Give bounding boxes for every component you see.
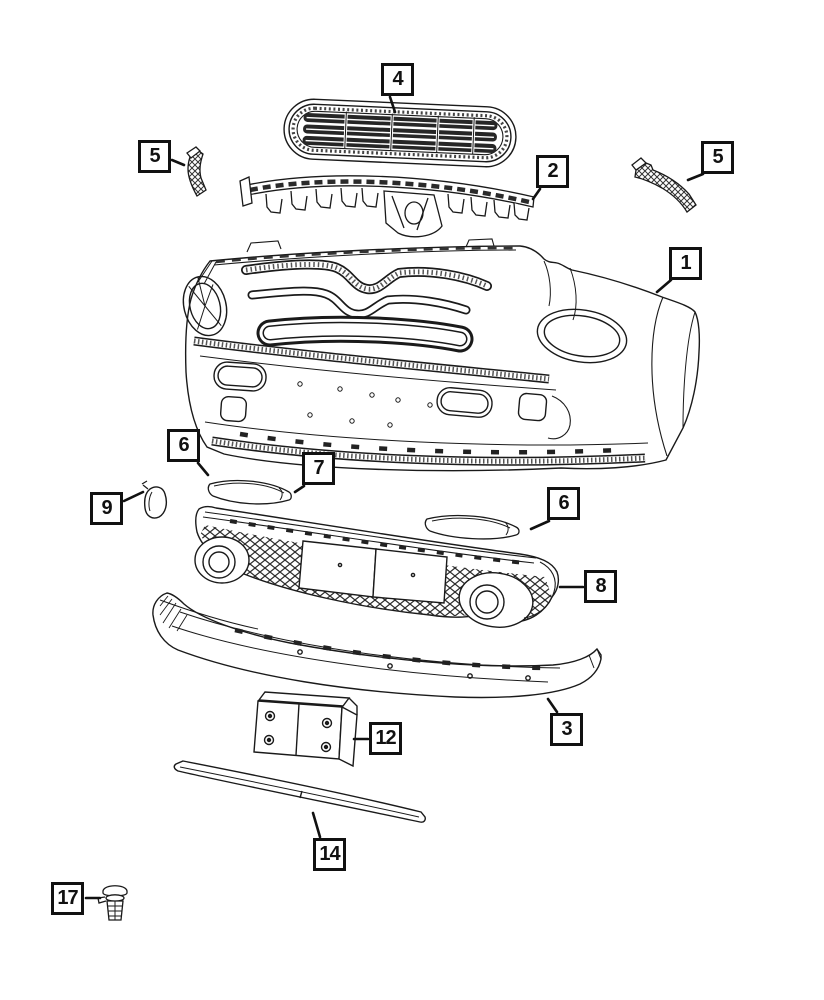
fascia-screws [297, 381, 433, 428]
part-2-reinforcement [239, 175, 535, 238]
leader-6-right [529, 519, 551, 531]
part-1-fascia [182, 238, 701, 472]
part-6-molding-left [207, 479, 292, 505]
leader-14 [311, 811, 322, 839]
callout-6-left[interactable]: 6 [167, 429, 200, 462]
fascia-intake-opening [256, 315, 474, 353]
fascia-upper-grille-slot [241, 259, 492, 295]
leader-lines [84, 95, 705, 900]
part-6-molding-right [424, 514, 520, 540]
part-5-bracket-right [631, 157, 697, 213]
leader-5-left [170, 158, 186, 167]
part-14-molding [173, 760, 426, 823]
callout-14[interactable]: 14 [313, 838, 346, 871]
callout-5-left[interactable]: 5 [138, 140, 171, 173]
part-4-upper-grille [283, 98, 517, 168]
part-12-license-bracket [253, 691, 358, 768]
part-5-bracket-left [186, 146, 207, 197]
leader-1 [655, 278, 673, 294]
callout-5-right[interactable]: 5 [701, 141, 734, 174]
callout-9[interactable]: 9 [90, 492, 123, 525]
fascia-bottom-band [211, 431, 646, 466]
callout-12[interactable]: 12 [369, 722, 402, 755]
part-8-lower-grille [194, 505, 560, 628]
callout-2[interactable]: 2 [536, 155, 569, 188]
callout-4[interactable]: 4 [381, 63, 414, 96]
part-9-tow-hook-cover [141, 480, 168, 519]
leader-3 [546, 697, 559, 714]
callout-8[interactable]: 8 [584, 570, 617, 603]
fascia-headlamp-left [182, 275, 228, 337]
leader-5-right [686, 172, 705, 182]
leader-2 [531, 187, 542, 201]
leader-4 [388, 95, 397, 114]
part-3-valance [152, 592, 602, 699]
callout-7[interactable]: 7 [302, 452, 335, 485]
fascia-headlamp-right [536, 308, 628, 364]
callout-3[interactable]: 3 [550, 713, 583, 746]
leader-7 [293, 484, 306, 494]
leader-6-left [196, 461, 210, 477]
fascia-lower-grille-slot [247, 286, 471, 319]
leader-9 [122, 490, 145, 503]
callout-17[interactable]: 17 [51, 882, 84, 915]
part-17-push-clip [97, 885, 128, 921]
callout-1[interactable]: 1 [669, 247, 702, 280]
callout-6-right[interactable]: 6 [547, 487, 580, 520]
fascia-mid-band [193, 336, 550, 384]
